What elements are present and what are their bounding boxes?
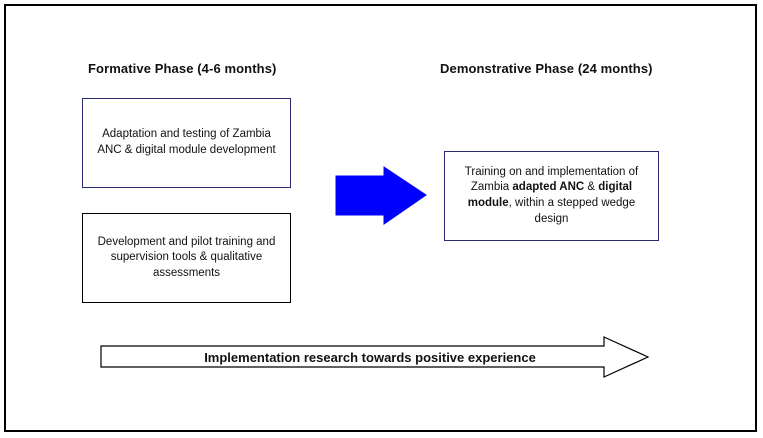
implementation-text: Training on and implementation of Zambia… [459,165,644,227]
implementation-text-part2: & [584,181,599,194]
phase-transition-arrow-icon [335,166,427,225]
pilot-training-box: Development and pilot training and super… [82,213,291,303]
adaptation-testing-box: Adaptation and testing of Zambia ANC & d… [82,98,291,188]
formative-phase-title: Formative Phase (4-6 months) [88,61,277,76]
implementation-text-part3: , within a stepped wedge design [508,197,636,225]
implementation-text-bold-anc: adapted ANC [512,181,585,194]
implementation-text-bold-digital: digital module [467,181,633,209]
demonstrative-phase-title: Demonstrative Phase (24 months) [440,61,653,76]
implementation-text-part1: Training on and implementation of Zambia [464,165,639,194]
implementation-research-label: Implementation research towards positive… [204,349,536,365]
adaptation-testing-text: Adaptation and testing of Zambia ANC & d… [97,128,276,156]
implementation-box: Training on and implementation of Zambia… [444,151,659,241]
implementation-research-arrow-icon [100,336,650,378]
pilot-training-text: Development and pilot training and super… [97,235,276,279]
